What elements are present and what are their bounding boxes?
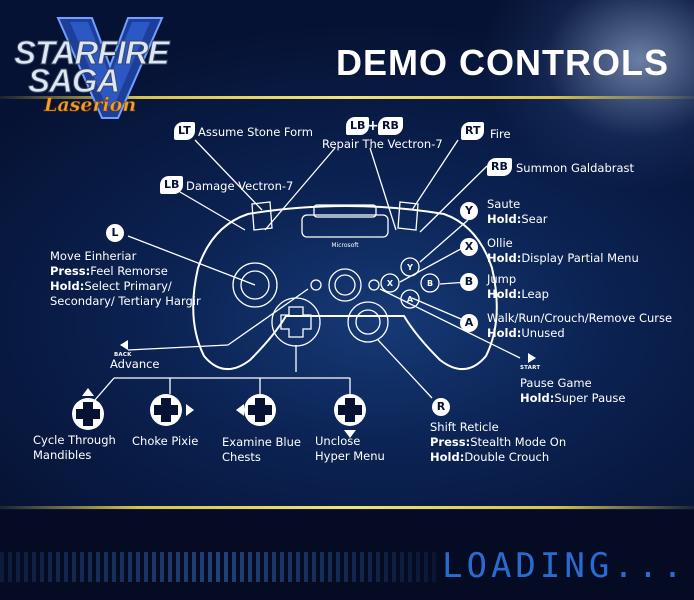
x-badge: X bbox=[460, 238, 478, 256]
hold-prefix: Hold: bbox=[487, 251, 522, 265]
hold-prefix: Hold: bbox=[487, 287, 522, 301]
left-stick-badge: L bbox=[106, 224, 124, 242]
hold-prefix: Hold: bbox=[487, 212, 522, 226]
rb-label: Summon Galdabrast bbox=[516, 161, 635, 175]
rt-badge: RT bbox=[461, 122, 485, 140]
a-badge: A bbox=[460, 314, 478, 332]
back-label: Advance bbox=[110, 357, 160, 371]
start-action-label: Pause Game bbox=[520, 376, 592, 390]
lt-badge: LT bbox=[174, 122, 195, 140]
logo-line-3: Laserion bbox=[44, 94, 137, 117]
face-x-label: X bbox=[387, 279, 394, 288]
dpad-left-label-1: Examine Blue bbox=[222, 435, 301, 449]
x-hold-label: Display Partial Menu bbox=[521, 251, 639, 265]
press-prefix: Press: bbox=[430, 435, 471, 449]
rb-badge-top: RB bbox=[378, 117, 403, 135]
plus-sign: + bbox=[367, 118, 379, 134]
ls-hold-label-1: Select Primary/ bbox=[84, 279, 172, 293]
loading-text: LOADING... bbox=[442, 546, 687, 586]
face-y-label: Y bbox=[406, 263, 413, 272]
a-hold-label: Unused bbox=[521, 326, 565, 340]
rt-label: Fire bbox=[490, 127, 511, 141]
logo-v-emblem bbox=[56, 17, 164, 119]
dpad-icons bbox=[72, 388, 366, 438]
hold-prefix: Hold: bbox=[430, 450, 465, 464]
logo-line-2: SAGA bbox=[27, 62, 120, 100]
hold-prefix: Hold: bbox=[50, 279, 85, 293]
face-a-label: A bbox=[407, 295, 414, 304]
b-hold-label: Leap bbox=[521, 287, 549, 301]
hold-prefix: Hold: bbox=[520, 391, 555, 405]
press-prefix: Press: bbox=[50, 264, 91, 278]
y-action-label: Saute bbox=[487, 197, 521, 211]
x-action-label: Ollie bbox=[487, 236, 513, 250]
rs-hold-label: Double Crouch bbox=[464, 450, 550, 464]
ls-hold-label-2: Secondary/ Tertiary Hargir bbox=[50, 294, 201, 308]
x-hold-line: Hold:Display Partial Menu bbox=[487, 251, 639, 266]
dpad-down-label-1: Unclose bbox=[315, 434, 361, 448]
b-action-label: Jump bbox=[487, 272, 517, 286]
ls-hold-line: Hold:Select Primary/ bbox=[50, 279, 172, 294]
loading-stripes bbox=[0, 552, 440, 582]
back-tag: BACK bbox=[114, 352, 132, 358]
a-action-label: Walk/Run/Crouch/Remove Curse bbox=[487, 311, 673, 325]
top-divider bbox=[0, 96, 694, 99]
y-badge: Y bbox=[460, 202, 478, 220]
bottom-divider bbox=[0, 506, 694, 509]
rs-press-label: Stealth Mode On bbox=[470, 435, 567, 449]
start-hold-label: Super Pause bbox=[554, 391, 626, 405]
a-hold-line: Hold:Unused bbox=[487, 326, 565, 341]
start-hold-line: Hold:Super Pause bbox=[520, 391, 625, 406]
rs-hold-line: Hold:Double Crouch bbox=[430, 450, 549, 465]
lb-badge-top: LB bbox=[346, 117, 370, 135]
b-badge: B bbox=[460, 273, 478, 291]
rs-action-label: Shift Reticle bbox=[430, 420, 499, 434]
dpad-left-label-2: Chests bbox=[222, 450, 261, 464]
y-hold-label: Sear bbox=[521, 212, 548, 226]
start-tag: START bbox=[520, 365, 541, 371]
face-b-label: B bbox=[427, 279, 433, 288]
y-hold-line: Hold:Sear bbox=[487, 212, 547, 227]
dpad-up-label-2: Mandibles bbox=[33, 448, 92, 462]
dpad-down-label-2: Hyper Menu bbox=[315, 449, 385, 463]
lt-label: Assume Stone Form bbox=[198, 125, 313, 139]
b-hold-line: Hold:Leap bbox=[487, 287, 549, 302]
lb-badge: LB bbox=[160, 176, 184, 194]
right-stick-badge: R bbox=[432, 398, 450, 416]
controller-brand: Microsoft bbox=[331, 242, 359, 249]
rs-press-line: Press:Stealth Mode On bbox=[430, 435, 566, 450]
ls-press-line: Press:Feel Remorse bbox=[50, 264, 168, 279]
rb-badge: RB bbox=[487, 158, 512, 176]
dpad-up-label-1: Cycle Through bbox=[33, 433, 116, 447]
hold-prefix: Hold: bbox=[487, 326, 522, 340]
dpad-right-label: Choke Pixie bbox=[132, 434, 199, 448]
lb-rb-label: Repair The Vectron-7 bbox=[322, 137, 443, 151]
ls-action-label: Move Einheriar bbox=[50, 249, 137, 263]
logo-line-1: STARFIRE bbox=[14, 34, 171, 72]
ls-press-label: Feel Remorse bbox=[90, 264, 168, 278]
lb-label: Damage Vectron-7 bbox=[186, 179, 294, 193]
page-title: DEMO CONTROLS bbox=[336, 42, 669, 83]
game-logo: STARFIRE SAGA Laserion bbox=[10, 14, 210, 124]
